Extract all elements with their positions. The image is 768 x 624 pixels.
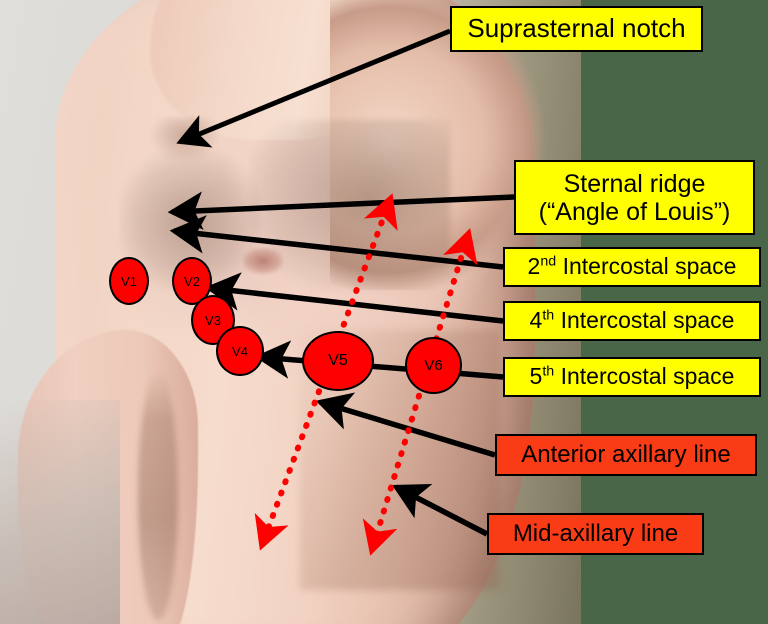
ordinal-suffix-th-5: th bbox=[542, 363, 555, 380]
arrow-second-intercostal bbox=[169, 215, 504, 270]
label-fourth-intercostal-space[interactable]: 4th Intercostal space bbox=[503, 301, 761, 341]
label-fifth-intercostal-space[interactable]: 5th Intercostal space bbox=[503, 357, 761, 397]
label-sternal-ridge[interactable]: Sternal ridge (“Angle of Louis”) bbox=[514, 160, 755, 235]
electrode-v1-label: V1 bbox=[121, 273, 137, 289]
ordinal-suffix-nd: nd bbox=[540, 253, 557, 270]
arrow-mid-axillary bbox=[392, 484, 489, 537]
mid-axillary-line-marker bbox=[362, 228, 478, 556]
ordinal-number-2: 2 bbox=[527, 253, 541, 280]
label-second-intercostal-space-rest: Intercostal space bbox=[556, 253, 737, 280]
electrode-v5[interactable]: V5 bbox=[302, 331, 374, 391]
electrode-v1[interactable]: V1 bbox=[109, 257, 149, 305]
electrode-v5-label: V5 bbox=[328, 352, 348, 369]
label-suprasternal-notch[interactable]: Suprasternal notch bbox=[450, 6, 703, 52]
arrow-fifth-intercostal bbox=[254, 340, 504, 380]
label-sternal-ridge-text: Sternal ridge (“Angle of Louis”) bbox=[538, 169, 731, 226]
electrode-v6[interactable]: V6 bbox=[405, 337, 462, 394]
label-mid-axillary-line[interactable]: Mid-axillary line bbox=[487, 513, 704, 555]
label-fourth-intercostal-space-rest: Intercostal space bbox=[554, 307, 735, 334]
label-second-intercostal-space-text: 2nd Intercostal space bbox=[527, 253, 737, 280]
electrode-v4[interactable]: V4 bbox=[216, 326, 264, 376]
wall-highlight-lower-left bbox=[0, 400, 120, 624]
electrode-v2[interactable]: V2 bbox=[172, 257, 212, 305]
arrow-sternal-ridge bbox=[167, 191, 515, 230]
pointer-arrow-group bbox=[167, 28, 515, 537]
ordinal-number-5: 5 bbox=[529, 363, 543, 390]
label-second-intercostal-space[interactable]: 2nd Intercostal space bbox=[503, 247, 761, 287]
ordinal-number-4: 4 bbox=[529, 307, 543, 334]
ordinal-suffix-th-4: th bbox=[542, 307, 555, 324]
electrode-v3-label: V3 bbox=[205, 312, 221, 328]
pectoral-fold bbox=[138, 370, 178, 620]
electrode-v6-label: V6 bbox=[424, 357, 443, 374]
electrode-v4-label: V4 bbox=[232, 343, 248, 359]
electrode-v2-label: V2 bbox=[184, 273, 200, 289]
label-anterior-axillary-line[interactable]: Anterior axillary line bbox=[495, 434, 757, 476]
label-suprasternal-notch-text: Suprasternal notch bbox=[467, 13, 686, 44]
label-fourth-intercostal-space-text: 4th Intercostal space bbox=[529, 307, 735, 334]
arrow-suprasternal-notch bbox=[176, 28, 451, 148]
label-fifth-intercostal-space-rest: Intercostal space bbox=[554, 363, 735, 390]
label-fifth-intercostal-space-text: 5th Intercostal space bbox=[529, 363, 735, 390]
label-mid-axillary-line-text: Mid-axillary line bbox=[512, 519, 679, 547]
label-anterior-axillary-line-text: Anterior axillary line bbox=[521, 440, 731, 468]
